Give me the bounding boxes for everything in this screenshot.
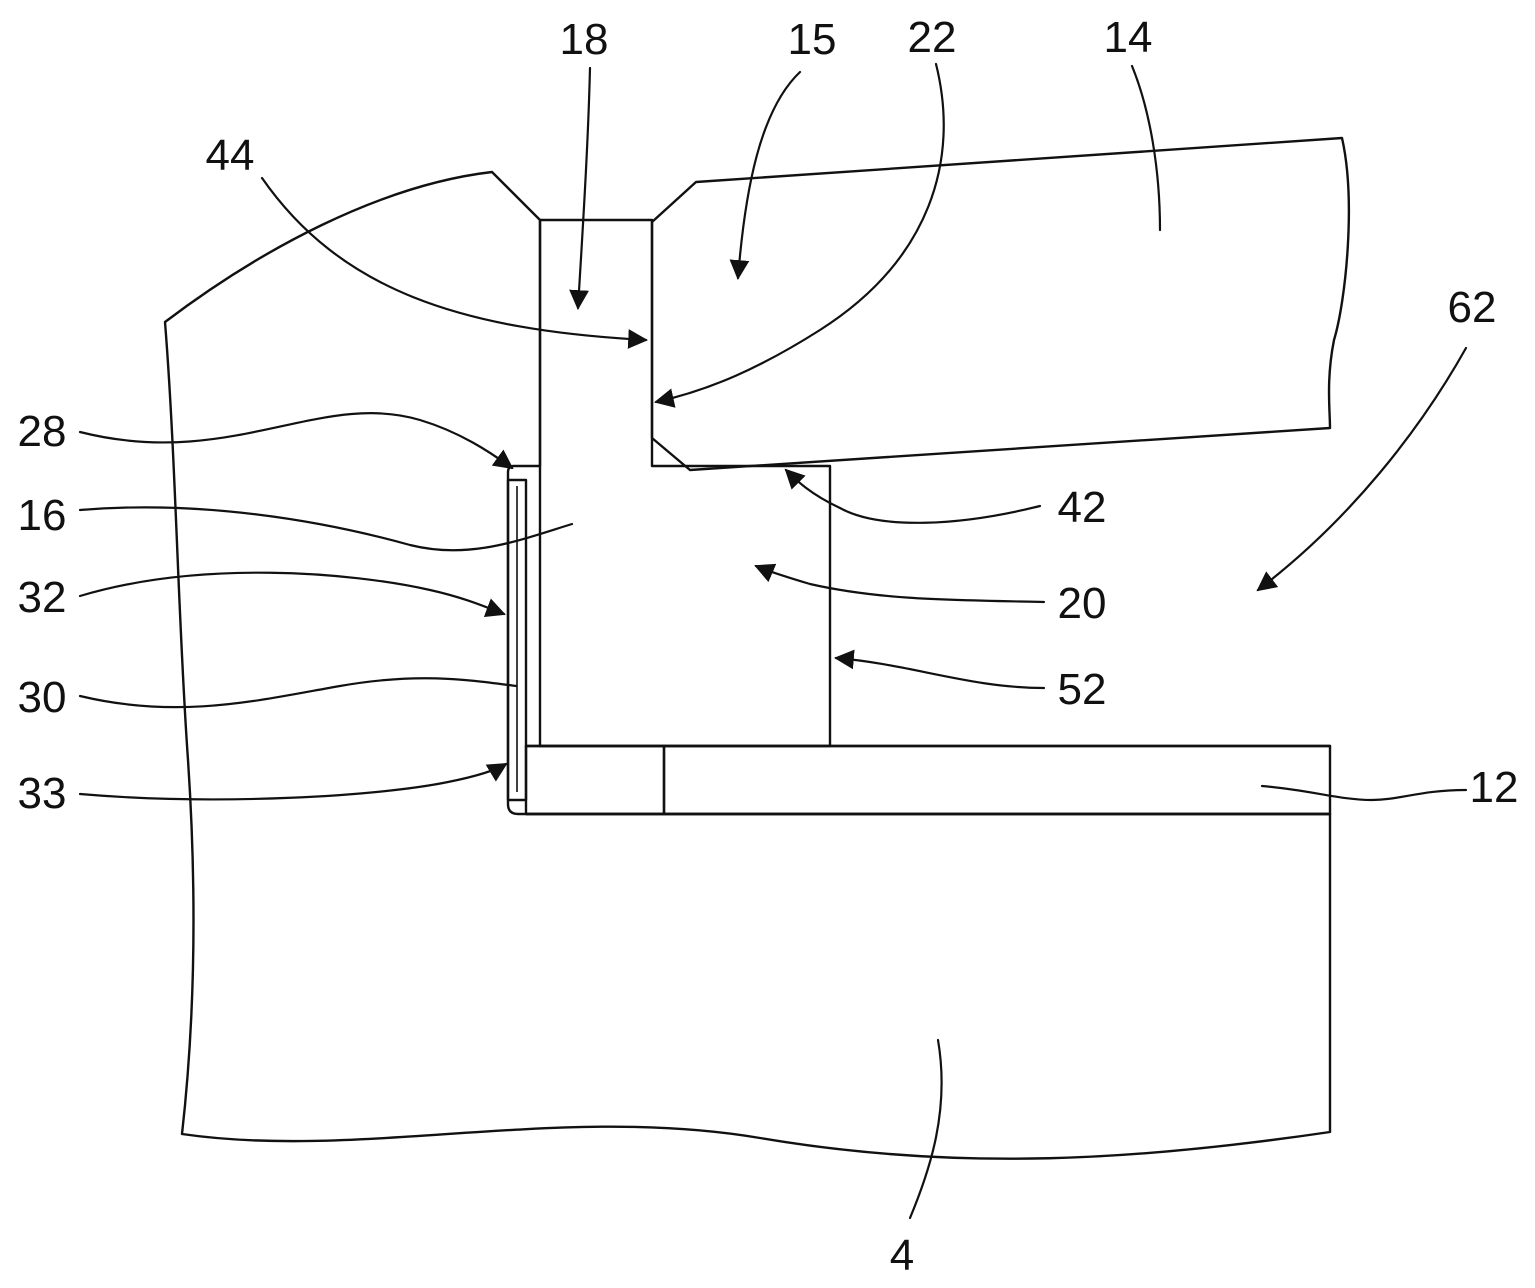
leader-28 xyxy=(78,412,514,470)
leader-lines xyxy=(78,62,1468,1220)
carrier-plate-12 xyxy=(524,744,1332,816)
strip-30 xyxy=(506,478,528,802)
label-20: 20 xyxy=(1058,579,1107,628)
reference-labels: 18 15 22 14 44 62 28 16 42 32 20 30 52 3… xyxy=(18,13,1519,1280)
leader-42 xyxy=(784,468,1042,524)
leader-18 xyxy=(569,66,592,310)
leader-30 xyxy=(78,677,518,709)
leader-12 xyxy=(1260,784,1468,802)
label-22: 22 xyxy=(908,13,957,62)
leader-32 xyxy=(78,571,506,618)
leader-4 xyxy=(908,1038,943,1220)
label-62: 62 xyxy=(1448,283,1497,332)
leader-20 xyxy=(754,563,1046,604)
leader-15 xyxy=(729,70,802,280)
label-15: 15 xyxy=(788,15,837,64)
label-18: 18 xyxy=(560,15,609,64)
leader-16 xyxy=(78,506,574,552)
label-16: 16 xyxy=(18,491,67,540)
label-52: 52 xyxy=(1058,665,1107,714)
label-30: 30 xyxy=(18,673,67,722)
leader-33 xyxy=(78,762,508,801)
label-32: 32 xyxy=(18,573,67,622)
label-14: 14 xyxy=(1104,13,1153,62)
leader-22 xyxy=(654,62,945,408)
label-42: 42 xyxy=(1058,483,1107,532)
base-body-4 xyxy=(163,170,1332,1160)
leader-52 xyxy=(834,649,1046,690)
leader-14 xyxy=(1130,64,1162,232)
leader-44 xyxy=(260,176,648,349)
seal-insert-16 xyxy=(538,218,832,748)
label-12: 12 xyxy=(1470,763,1519,812)
glass-pane-14 xyxy=(650,136,1351,472)
leader-62 xyxy=(1256,346,1468,592)
label-28: 28 xyxy=(18,407,67,456)
label-33: 33 xyxy=(18,769,67,818)
label-4: 4 xyxy=(890,1231,914,1280)
label-44: 44 xyxy=(206,131,255,180)
